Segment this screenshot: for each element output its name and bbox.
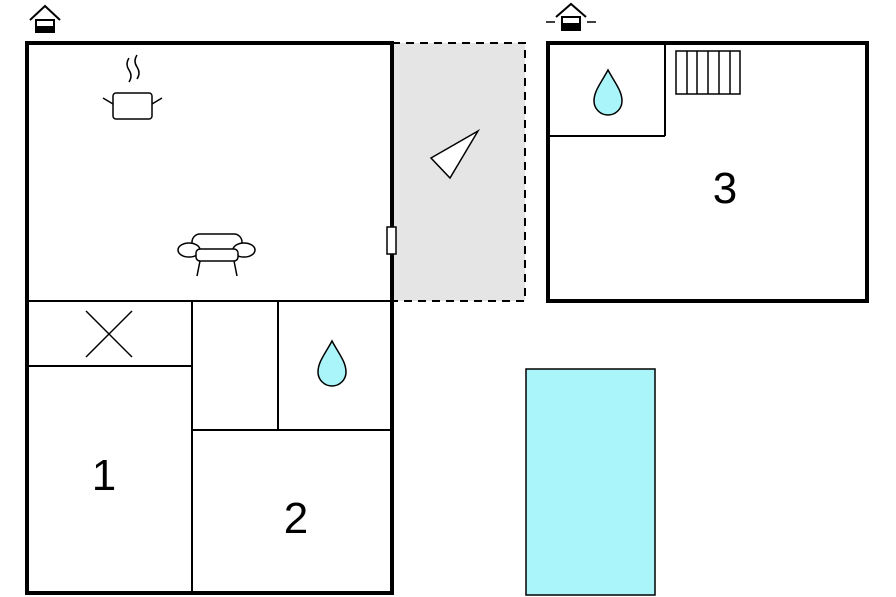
annex-bathroom-walls	[548, 43, 666, 137]
water-drop-icon	[317, 339, 347, 387]
room-2-label: 2	[284, 494, 308, 543]
house-ground-floor-icon	[29, 4, 61, 33]
room-3-label: 3	[713, 164, 737, 213]
terrace	[392, 42, 526, 302]
house-ground-floor-icon	[546, 2, 596, 31]
terrace-door	[386, 226, 397, 255]
cooking-pot-icon	[102, 54, 163, 120]
terrace-triangle-icon	[429, 128, 481, 180]
cross-icon	[85, 310, 133, 358]
stairs-icon	[675, 50, 741, 95]
annex-outline	[546, 41, 869, 303]
pool-icon	[525, 368, 656, 596]
room-1-label: 1	[92, 451, 116, 500]
water-drop-icon	[593, 68, 623, 116]
sofa-icon	[177, 233, 256, 277]
main-house-outline	[25, 41, 394, 595]
interior-walls	[27, 300, 392, 593]
